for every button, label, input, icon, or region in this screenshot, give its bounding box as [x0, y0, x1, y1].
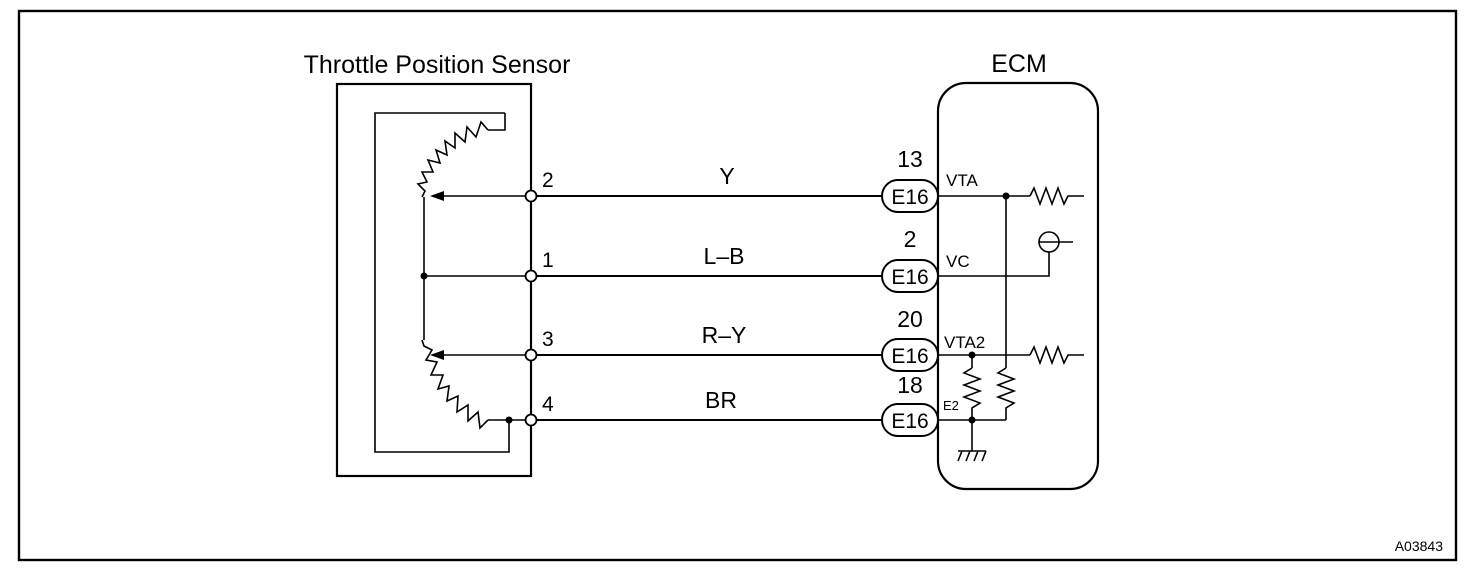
- ecm-internal-circuit: [938, 185, 1084, 462]
- ecm-connectors: E16 E16 E16 E16 13 2 20 18: [881, 146, 939, 437]
- connector-label: E16: [891, 186, 928, 209]
- ecm-signal-label: VTA2: [944, 333, 985, 352]
- ecm-pin-number: 20: [897, 306, 923, 332]
- ecm-title: ECM: [991, 50, 1047, 78]
- figure-id: A03843: [1395, 538, 1443, 554]
- harness-wires: Y L–B R–Y BR: [537, 163, 882, 421]
- sensor-pin-label: 2: [542, 169, 554, 192]
- sensor-pin-terminal: [524, 348, 538, 362]
- sensor-internal-circuit: [374, 112, 525, 453]
- wire-color-label: L–B: [704, 243, 745, 269]
- ecm-housing: [936, 81, 1100, 491]
- ecm-pin-number: 2: [904, 226, 917, 252]
- ecm-pin-number: 13: [897, 146, 923, 172]
- sensor-pin-terminal: [524, 189, 538, 203]
- ecm-signal-label: VTA: [946, 171, 978, 190]
- wire-color-label: Y: [719, 163, 734, 189]
- sensor-pin-terminal: [524, 269, 538, 283]
- connector-label: E16: [891, 266, 928, 289]
- wire-color-label: R–Y: [702, 322, 747, 348]
- ecm-pin-number: 18: [897, 372, 923, 398]
- connector-label: E16: [891, 410, 928, 433]
- sensor-pin-label: 1: [542, 249, 554, 272]
- sensor-pins: 2 1 3 4: [524, 169, 554, 427]
- diagram-frame: [17, 9, 1458, 562]
- sensor-title: Throttle Position Sensor: [304, 51, 571, 79]
- sensor-pin-label: 3: [542, 328, 554, 351]
- connector-label: E16: [891, 345, 928, 368]
- sensor-housing: [335, 82, 533, 478]
- ecm-signal-label: VC: [946, 252, 970, 271]
- sensor-pin-terminal: [524, 413, 538, 427]
- wire-color-label: BR: [705, 387, 737, 413]
- ecm-signal-label: E2: [943, 398, 959, 413]
- sensor-pin-label: 4: [542, 393, 554, 416]
